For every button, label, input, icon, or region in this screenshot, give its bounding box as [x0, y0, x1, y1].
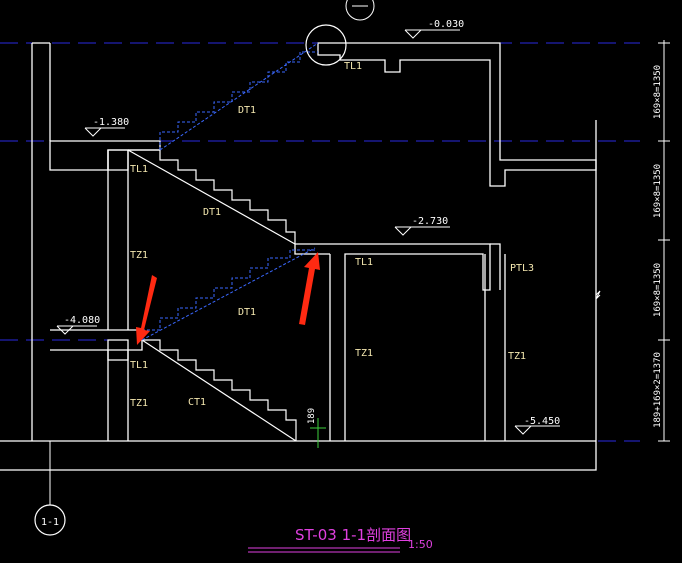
elevation-label-0030: -0.030	[428, 19, 464, 30]
elevation-marker-icon	[345, 0, 375, 21]
label-tl1-mid: TL1	[355, 257, 373, 268]
stair-flights-solid	[127, 149, 297, 442]
title-text: ST-03 1-1剖面图	[295, 526, 411, 544]
flight-dt1-lower	[127, 149, 296, 245]
elevation-label-4080: -4.080	[64, 315, 100, 326]
drawing-title: ST-03 1-1剖面图 1:50	[248, 526, 433, 553]
dimension-labels: 169×8=1350 169×8=1350 169×8=1350 189+169…	[307, 65, 663, 428]
label-dt1-middle: DT1	[238, 307, 256, 318]
label-tl1-left: TL1	[130, 164, 148, 175]
label-tz1-lower: TZ1	[130, 398, 148, 409]
column-tz1-left	[107, 150, 129, 330]
column-right	[484, 243, 506, 441]
label-tz1-right: TZ1	[508, 351, 526, 362]
ground-slab	[0, 120, 597, 471]
offset-dimension	[310, 418, 326, 448]
top-landing	[317, 42, 597, 187]
axis-label: 1-1	[41, 517, 59, 528]
flight-dt1-upper	[159, 42, 319, 151]
beam-tl1-lower	[107, 339, 129, 361]
elevation-label-5450: -5.450	[524, 416, 560, 427]
dim-flight-1: 169×8=1350	[653, 65, 663, 119]
label-ct1: CT1	[188, 397, 206, 408]
stair-flights-dashed	[141, 42, 319, 341]
elevation-label-2730: -2.730	[412, 216, 448, 227]
label-dt1-upper: DT1	[238, 105, 256, 116]
red-arrow-icon	[136, 252, 320, 345]
dim-flight-3: 169×8=1350	[653, 263, 663, 317]
title-scale: 1:50	[408, 538, 433, 551]
label-tz1-left: TZ1	[130, 250, 148, 261]
elevation-symbols	[56, 29, 560, 435]
label-tl1-top: TL1	[344, 61, 362, 72]
flight-dt1-middle	[141, 247, 316, 341]
left-wall	[31, 42, 51, 441]
member-labels: TL1 DT1 TL1 DT1 TZ1 TL1 PTL3 DT1 TZ1 TZ1…	[130, 61, 534, 409]
label-tz1-mid: TZ1	[355, 348, 373, 359]
dimension-line	[595, 40, 670, 442]
dim-flight-2: 169×8=1350	[653, 164, 663, 218]
axis-lines	[0, 42, 640, 442]
flight-ct1	[141, 339, 297, 442]
circle-highlight-icon	[305, 24, 347, 66]
elevation-labels: -0.030 -1.380 -2.730 -4.080 -5.450	[64, 19, 560, 427]
label-ptl3: PTL3	[510, 263, 534, 274]
slab-4080	[50, 329, 143, 441]
elevation-label-1380: -1.380	[93, 117, 129, 128]
landing-2730	[294, 243, 491, 441]
beam-tl1-upper	[107, 149, 129, 171]
label-tl1-lower: TL1	[130, 360, 148, 371]
axis-bubble: 1-1	[34, 441, 66, 536]
label-dt1-lower: DT1	[203, 207, 221, 218]
dim-flight-4: 189+169×2=1370	[653, 352, 663, 428]
dim-offset: 189	[307, 408, 317, 424]
